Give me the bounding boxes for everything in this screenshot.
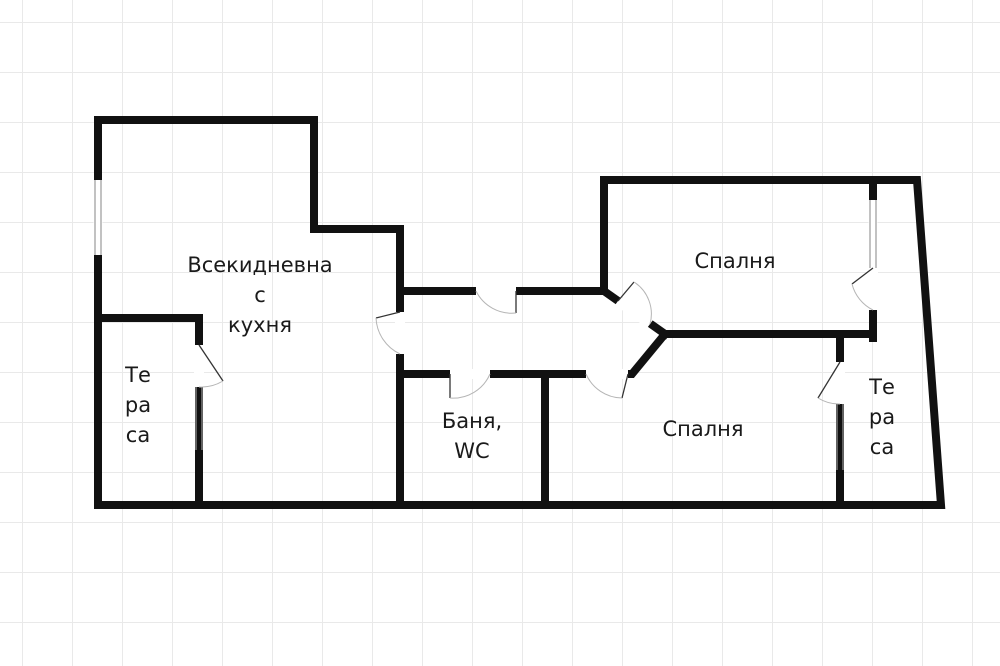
- window-bedroom-top: [868, 200, 878, 270]
- door-left-terrace: [194, 344, 224, 450]
- room-label-bedroom-bottom: Спалня: [662, 417, 744, 441]
- room-label-terrace-right: Те ра са: [868, 375, 896, 459]
- room-label-bathroom: Баня, WC: [441, 409, 503, 463]
- door-bedroom-top-terrace: [851, 267, 878, 311]
- door-bedroom-bottom: [585, 369, 629, 399]
- door-bathroom: [449, 369, 491, 399]
- door-right-terrace: [817, 361, 845, 470]
- window-living: [93, 180, 103, 255]
- room-label-living: Всекидневна с кухня: [187, 253, 333, 337]
- door-living: [375, 311, 405, 355]
- door-bedroom-top: [615, 281, 653, 329]
- wall-hall-bottom: [396, 330, 874, 378]
- door-hall-entrance: [475, 286, 517, 314]
- room-label-terrace-left: Те ра са: [124, 363, 152, 447]
- wall-left-terrace: [94, 314, 203, 509]
- room-label-bedroom-top: Спалня: [694, 249, 776, 273]
